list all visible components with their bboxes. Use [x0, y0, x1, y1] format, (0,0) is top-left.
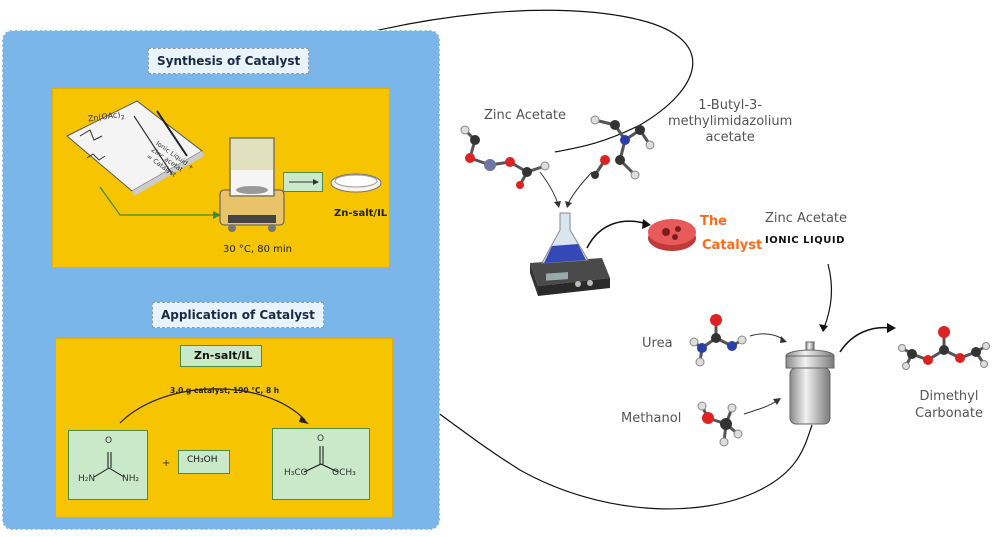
urea-structure: [93, 452, 125, 478]
dmc-o: O: [317, 434, 325, 444]
reactor-icon: [785, 341, 835, 425]
catalyst-desc-2: IONIC LIQUID: [765, 235, 845, 246]
urea-label: Urea: [642, 336, 673, 351]
dmc-right: OCH₃: [332, 468, 356, 478]
methanol-label: Methanol: [621, 411, 682, 426]
hotplate-beaker-icon: [219, 137, 285, 232]
zinc-acetate-label: Zinc Acetate: [484, 108, 567, 123]
catalyst-desc-1: Zinc Acetate: [765, 211, 848, 226]
catalyst-word-2: Catalyst: [702, 238, 763, 253]
reaction-arc-arrow: [119, 388, 309, 424]
urea-arrow: [749, 333, 787, 343]
methanol-molecule-icon: [697, 401, 743, 447]
reaction-catalyst-label: Zn-salt/IL: [194, 349, 253, 362]
flask-to-catalyst-arrow: [586, 219, 651, 249]
reagent-arrows: [539, 171, 593, 208]
urea-o: O: [105, 436, 113, 446]
methanol-arrow: [743, 398, 781, 415]
catalyst-disk-icon: [648, 219, 696, 251]
stirrer-flask-icon: [530, 212, 610, 296]
synthesis-condition: 30 °C, 80 min: [223, 244, 293, 255]
product-label: Zn-salt/IL: [334, 208, 388, 219]
right-arrow-icon: [289, 179, 319, 185]
reaction-catalyst-box: [180, 345, 262, 367]
notebook-arrow: [99, 186, 221, 219]
notebook-illustration: [66, 100, 204, 196]
reactor-to-product-arrow: [839, 323, 896, 353]
methanol-formula: CH₃OH: [187, 455, 218, 465]
catalyst-to-reactor-arrow: [819, 263, 833, 332]
urea-left: H₂N: [78, 474, 96, 484]
catalyst-word-1: The: [700, 214, 727, 229]
urea-molecule-icon: [689, 314, 747, 367]
urea-right: NH₂: [122, 474, 140, 484]
ionic-liquid-molecule-icon: [590, 115, 655, 180]
plus-sign: +: [162, 458, 171, 469]
reaction-condition: 3.0 g catalyst, 190 °C, 8 h: [170, 386, 280, 395]
product-name: Dimethyl Carbonate: [915, 389, 983, 421]
dmc-structure: [303, 446, 339, 473]
application-title: Application of Catalyst: [152, 302, 324, 328]
ionic-liquid-label: 1-Butyl-3- methylimidazolium acetate: [668, 98, 793, 145]
synthesis-connector: [279, 9, 694, 153]
dmc-molecule-icon: [898, 326, 990, 370]
zinc-acetate-molecule-icon: [460, 125, 550, 189]
petri-dish-icon: [330, 173, 382, 193]
dmc-left: H₃CO: [284, 468, 308, 478]
methanol-box: [178, 450, 230, 474]
synthesis-title: Synthesis of Catalyst: [148, 48, 310, 74]
